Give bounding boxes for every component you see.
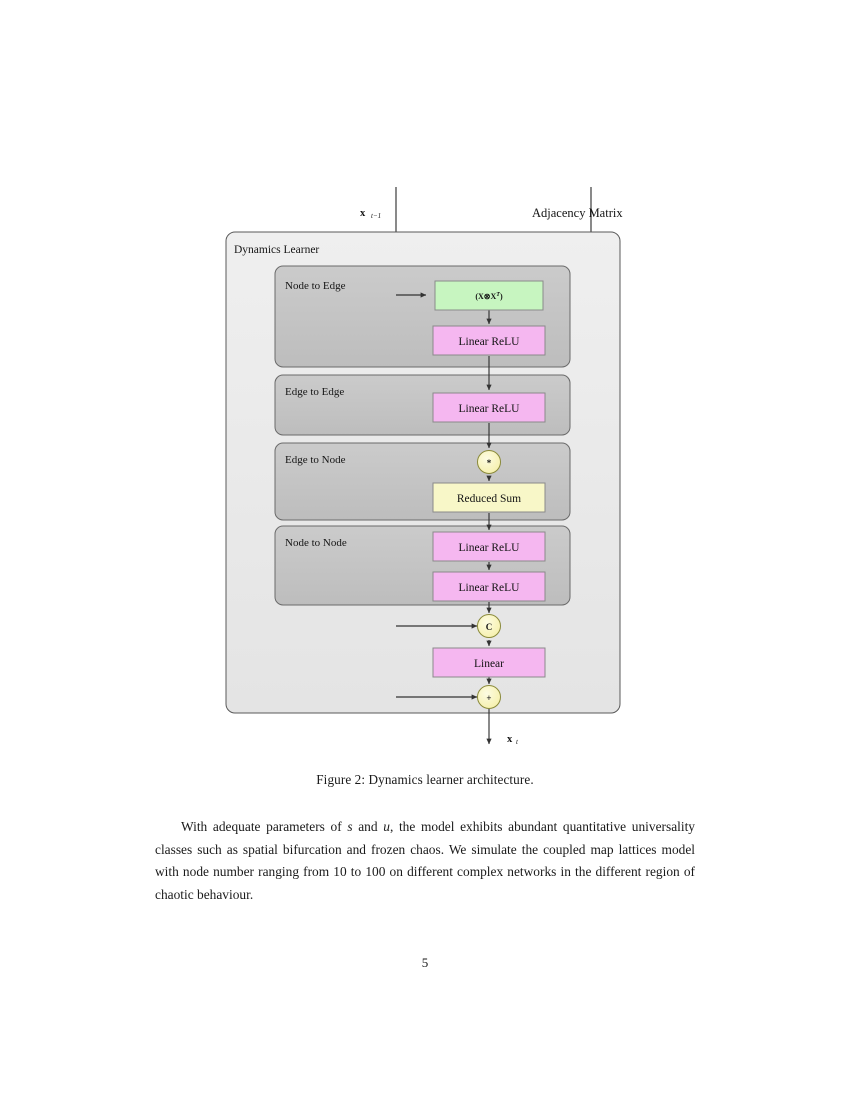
block-outer-product-label: (X⊗X (475, 292, 496, 301)
operator-concat[interactable]: C (477, 614, 501, 638)
block-linear[interactable]: Linear (432, 647, 546, 678)
output-label-text: x (507, 734, 513, 745)
body-part-2: and (352, 819, 384, 834)
block-outer-product[interactable]: (X⊗XT) (434, 280, 544, 311)
operator-multiply-symbol: * (487, 458, 492, 468)
block-linear-relu-4-label: Linear ReLU (459, 582, 521, 594)
input-label-text: x (360, 208, 366, 219)
math-var-u: u (383, 819, 390, 834)
operator-add-symbol: + (486, 693, 491, 703)
block-linear-relu-3-label: Linear ReLU (459, 542, 521, 554)
body-part-1: With adequate parameters of (181, 819, 348, 834)
figure-caption: Figure 2: Dynamics learner architecture. (316, 772, 534, 787)
body-part-3: , the model exhibits abundant quantitati… (155, 819, 695, 902)
output-label-sub: t (516, 738, 519, 746)
block-linear-relu-3[interactable]: Linear ReLU (432, 531, 546, 562)
block-linear-relu-4[interactable]: Linear ReLU (432, 571, 546, 602)
input-label-sub: t−1 (371, 212, 381, 220)
input-label: x t−1 (360, 208, 381, 220)
block-outer-product-sup: T (496, 292, 500, 298)
group-node-to-node-title: Node to Node (285, 537, 347, 549)
output-flow: x t (486, 709, 519, 746)
block-linear-relu-1[interactable]: Linear ReLU (432, 325, 546, 356)
svg-text:(X⊗XT): (X⊗XT) (475, 292, 503, 301)
operator-multiply[interactable]: * (477, 450, 501, 474)
skip-connections (396, 623, 478, 700)
block-linear-relu-2-label: Linear ReLU (459, 403, 521, 415)
body-paragraph: With adequate parameters of s and u, the… (155, 816, 695, 906)
adjacency-matrix-label: Adjacency Matrix (532, 206, 623, 220)
block-reduced-sum-label: Reduced Sum (457, 493, 521, 505)
group-node-to-edge-title: Node to Edge (285, 280, 346, 292)
math-var-s: s (347, 819, 353, 834)
group-edge-to-edge-title: Edge to Edge (285, 386, 344, 398)
dynamics-learner-title: Dynamics Learner (234, 244, 319, 256)
block-linear-relu-2[interactable]: Linear ReLU (432, 392, 546, 423)
operator-add[interactable]: + (477, 685, 501, 709)
block-reduced-sum[interactable]: Reduced Sum (432, 482, 546, 513)
block-outer-product-tail: ) (500, 292, 503, 301)
block-linear-label: Linear (474, 658, 504, 670)
group-edge-to-node-title: Edge to Node (285, 454, 346, 466)
operator-concat-symbol: C (486, 622, 493, 632)
page-number: 5 (421, 955, 429, 970)
figure-dynamics-learner: x t−1 Adjacency Matrix Dynamics Learner … (225, 187, 623, 746)
block-linear-relu-1-label: Linear ReLU (459, 336, 521, 348)
